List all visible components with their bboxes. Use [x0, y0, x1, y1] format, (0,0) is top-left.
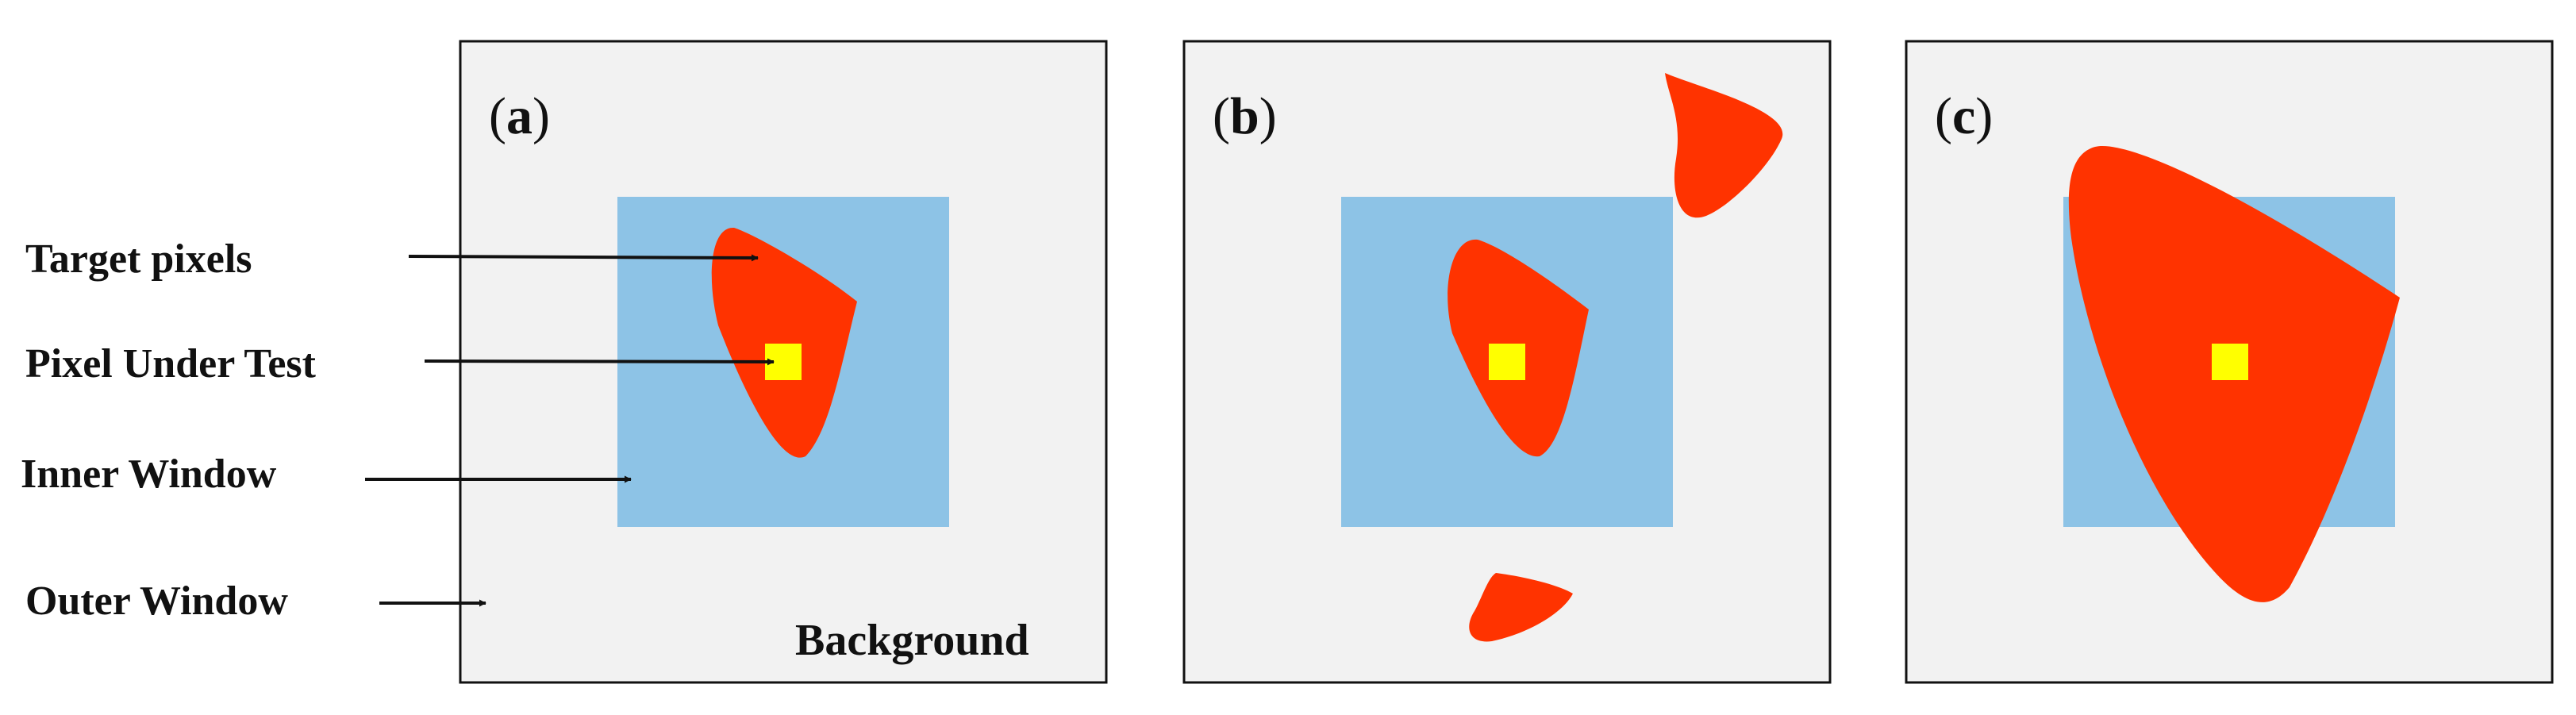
target-pixels-region: [1665, 73, 1783, 218]
panel-tag: (c): [1935, 87, 1993, 145]
panel-b: (b): [1182, 40, 1832, 684]
panel-c: (c): [1905, 40, 2554, 684]
panel-tag: (b): [1213, 87, 1277, 145]
target-pixels-label: Target pixels: [25, 236, 252, 282]
target-pixels-arrow: [408, 254, 759, 262]
background-label: Background: [795, 616, 1029, 665]
inner-window-label: Inner Window: [21, 452, 277, 497]
target-pixels-region: [711, 227, 857, 458]
panel-tag: (a): [489, 87, 550, 145]
target-pixels-region: [1469, 573, 1573, 642]
pixel-under-test-label: Pixel Under Test: [25, 341, 317, 386]
outer-window-label: Outer Window: [25, 579, 288, 624]
pixel-under-test: [2212, 344, 2248, 380]
pixel-under-test: [1489, 344, 1525, 380]
legend-labels: Target pixels Pixel Under Test Inner Win…: [21, 236, 775, 624]
pixel-under-test-arrow: [424, 358, 775, 366]
